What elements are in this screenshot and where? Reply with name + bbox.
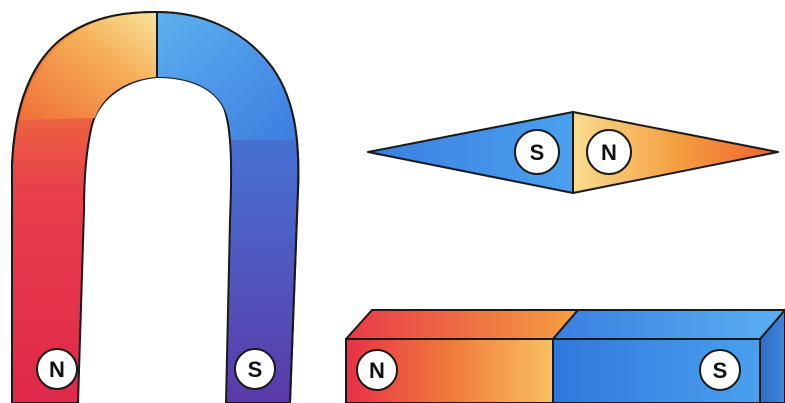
bar-north-badge: N — [356, 349, 398, 391]
horseshoe-south-badge: S — [234, 348, 276, 390]
horseshoe-magnet: N S — [11, 10, 300, 403]
horseshoe-north-label: N — [49, 357, 65, 382]
horseshoe-north-badge: N — [36, 348, 78, 390]
bar-magnet: N S — [345, 308, 785, 403]
bar-top-south — [552, 309, 785, 340]
compass-south-badge: S — [514, 129, 560, 175]
bar-top-north — [345, 309, 579, 340]
bar-south-badge: S — [699, 349, 741, 391]
compass-north-label: N — [601, 140, 617, 165]
compass-north-half — [572, 111, 779, 194]
compass-south-label: S — [530, 140, 545, 165]
compass-north-badge: N — [586, 129, 632, 175]
horseshoe-north-curve — [20, 12, 157, 120]
compass-needle: S N — [367, 111, 779, 194]
bar-south-label: S — [713, 358, 728, 383]
bar-north-label: N — [369, 358, 385, 383]
horseshoe-south-label: S — [248, 357, 263, 382]
horseshoe-south-curve — [157, 12, 297, 140]
